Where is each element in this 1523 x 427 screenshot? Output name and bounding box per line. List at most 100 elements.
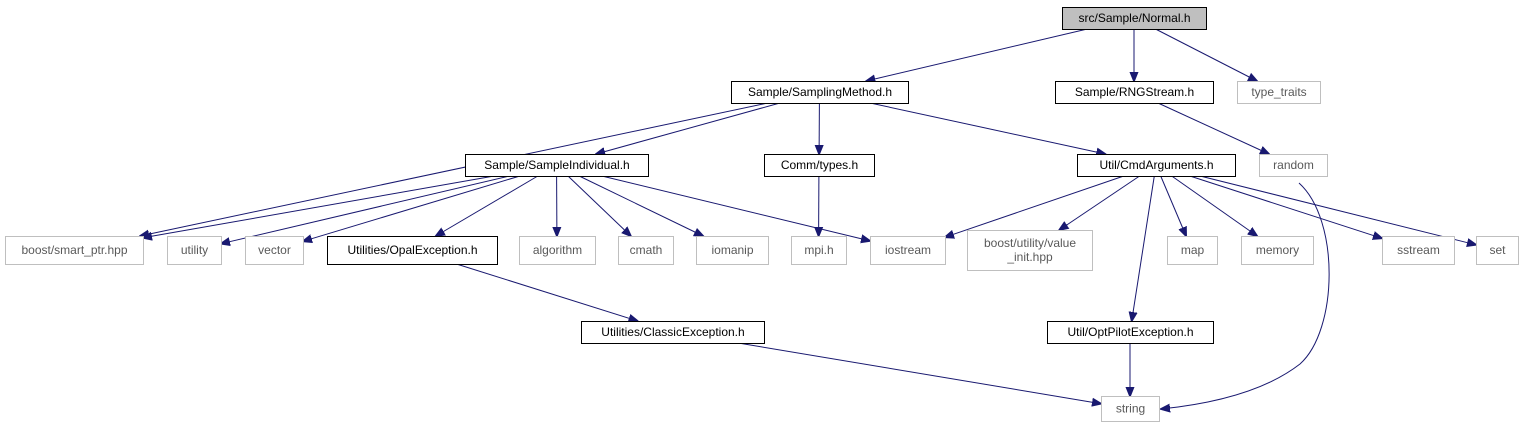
node-normal[interactable]: src/Sample/Normal.h xyxy=(1062,7,1207,30)
node-label: Comm/types.h xyxy=(781,158,858,172)
node-box xyxy=(731,81,909,104)
node-label: Sample/SampleIndividual.h xyxy=(484,158,629,172)
edge-samplingmethod-to-sampleindividual xyxy=(596,102,781,154)
node-utility: utility xyxy=(167,236,222,265)
edge-normal-to-type_traits xyxy=(1155,28,1258,81)
node-label: iostream xyxy=(885,243,931,257)
edge-samplingmethod-to-smart_ptr xyxy=(140,102,768,236)
edges xyxy=(140,28,1476,409)
node-label: src/Sample/Normal.h xyxy=(1078,11,1190,25)
node-box xyxy=(519,236,596,265)
node-label: Util/CmdArguments.h xyxy=(1099,158,1213,172)
node-label: random xyxy=(1273,158,1314,172)
node-box xyxy=(1237,81,1321,104)
node-box xyxy=(245,236,304,265)
node-label: mpi.h xyxy=(804,243,833,257)
node-box xyxy=(327,236,498,265)
node-label: utility xyxy=(181,243,208,257)
nodes: src/Sample/Normal.hSample/SamplingMethod… xyxy=(5,7,1519,422)
node-iomanip: iomanip xyxy=(696,236,769,265)
node-box xyxy=(764,154,875,177)
node-label: Util/OptPilotException.h xyxy=(1067,325,1193,339)
node-memory: memory xyxy=(1241,236,1314,265)
edge-sampleindividual-to-cmath xyxy=(567,175,631,236)
node-label: vector xyxy=(258,243,291,257)
node-string: string xyxy=(1101,396,1160,422)
node-box xyxy=(1476,236,1519,265)
node-sampleindividual[interactable]: Sample/SampleIndividual.h xyxy=(465,154,649,177)
node-box xyxy=(1382,236,1455,265)
node-label: Utilities/OpalException.h xyxy=(347,243,477,257)
edge-classicexception-to-string xyxy=(738,342,1101,404)
node-set: set xyxy=(1476,236,1519,265)
node-box xyxy=(618,236,674,265)
node-label: Sample/RNGStream.h xyxy=(1075,85,1194,99)
node-box xyxy=(167,236,222,265)
node-box xyxy=(1167,236,1218,265)
node-value_init: boost/utility/value_init.hpp xyxy=(967,230,1093,271)
node-rngstream[interactable]: Sample/RNGStream.h xyxy=(1055,81,1214,104)
node-label: cmath xyxy=(630,243,663,257)
node-label: map xyxy=(1181,243,1205,257)
edge-sampleindividual-to-iomanip xyxy=(578,175,703,236)
node-box xyxy=(967,230,1093,271)
node-vector: vector xyxy=(245,236,304,265)
edge-cmdarguments-to-set xyxy=(1199,175,1476,245)
edge-cmdarguments-to-iostream xyxy=(945,175,1124,237)
node-label: Sample/SamplingMethod.h xyxy=(748,85,892,99)
node-random: random xyxy=(1259,154,1328,177)
node-type_traits: type_traits xyxy=(1237,81,1321,104)
node-label: memory xyxy=(1256,243,1299,257)
node-samplingmethod[interactable]: Sample/SamplingMethod.h xyxy=(731,81,909,104)
edge-normal-to-samplingmethod xyxy=(866,28,1088,81)
edge-cmdarguments-to-sstream xyxy=(1189,175,1382,238)
node-box xyxy=(5,236,144,265)
node-mpi: mpi.h xyxy=(791,236,847,265)
node-box xyxy=(1062,7,1207,30)
node-label: string xyxy=(1116,402,1145,416)
node-sstream: sstream xyxy=(1382,236,1455,265)
edge-opalexception-to-classicexception xyxy=(456,263,638,321)
edge-sampleindividual-to-vector xyxy=(303,175,521,241)
edge-cmdarguments-to-optpilotexception xyxy=(1132,175,1155,321)
node-box xyxy=(1055,81,1214,104)
edge-sampleindividual-to-utility xyxy=(221,175,510,244)
edge-samplingmethod-to-cmdarguments xyxy=(870,102,1105,154)
node-label: Utilities/ClassicException.h xyxy=(601,325,744,339)
edge-cmdarguments-to-value_init xyxy=(1059,175,1140,230)
node-label: boost/utility/value xyxy=(984,236,1076,250)
node-box xyxy=(1101,396,1160,422)
node-box xyxy=(1241,236,1314,265)
edge-sampleindividual-to-smart_ptr xyxy=(143,175,495,238)
node-box xyxy=(1077,154,1236,177)
node-box xyxy=(1259,154,1328,177)
node-commtypes[interactable]: Comm/types.h xyxy=(764,154,875,177)
node-label: algorithm xyxy=(533,243,582,257)
node-label: type_traits xyxy=(1251,85,1306,99)
node-label: set xyxy=(1489,243,1506,257)
node-algorithm: algorithm xyxy=(519,236,596,265)
node-opalexception[interactable]: Utilities/OpalException.h xyxy=(327,236,498,265)
node-label: _init.hpp xyxy=(1006,250,1053,264)
node-iostream: iostream xyxy=(870,236,946,265)
node-label: boost/smart_ptr.hpp xyxy=(21,243,127,257)
node-smart_ptr: boost/smart_ptr.hpp xyxy=(5,236,144,265)
node-classicexception[interactable]: Utilities/ClassicException.h xyxy=(581,321,765,344)
edge-cmdarguments-to-string xyxy=(1161,182,1330,409)
node-cmath: cmath xyxy=(618,236,674,265)
node-box xyxy=(1047,321,1214,344)
edge-sampleindividual-to-opalexception xyxy=(436,175,539,236)
node-label: sstream xyxy=(1397,243,1440,257)
node-cmdarguments[interactable]: Util/CmdArguments.h xyxy=(1077,154,1236,177)
node-box xyxy=(465,154,649,177)
node-optpilotexception[interactable]: Util/OptPilotException.h xyxy=(1047,321,1214,344)
edge-sampleindividual-to-iostream xyxy=(601,175,870,241)
edge-cmdarguments-to-map xyxy=(1160,175,1186,236)
node-box xyxy=(791,236,847,265)
node-box xyxy=(696,236,769,265)
node-box xyxy=(870,236,946,265)
edge-rngstream-to-random xyxy=(1157,102,1269,154)
node-label: iomanip xyxy=(711,243,753,257)
edge-cmdarguments-to-memory xyxy=(1171,175,1257,236)
